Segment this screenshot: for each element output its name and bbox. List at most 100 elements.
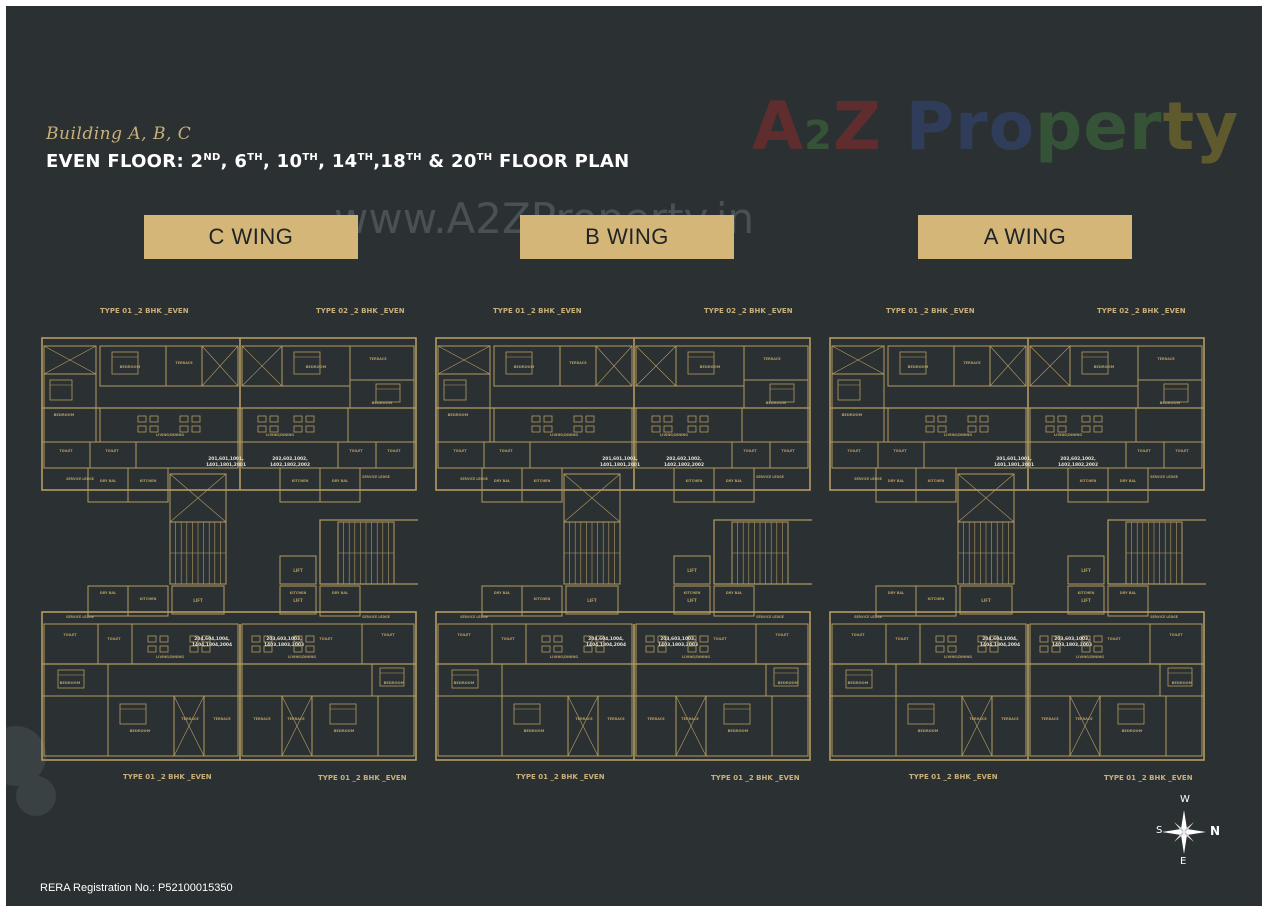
service-ledge-label: SERVICE LEDGE <box>756 615 784 619</box>
lift-label: LIFT <box>1081 568 1091 573</box>
terrace-label: TERRACE <box>213 717 231 721</box>
toilet-label: TOILET <box>895 637 909 641</box>
flat-number-label: 1404,1804,2004 <box>586 642 626 648</box>
toilet-label: TOILET <box>847 449 861 453</box>
living-dining-label: LIVING/DINING <box>550 655 578 659</box>
terrace-label: TERRACE <box>175 361 193 365</box>
flat-number-label: 203,603,1003, <box>1054 636 1090 642</box>
wing-floor-plan: LIFT LIFT LIFT BEDROOM BEDROOM BEDROOM BEDROOM… <box>40 324 418 762</box>
type-label-bottom-right: TYPE 01 _2 BHK _EVEN <box>318 774 407 782</box>
dry-balcony-label: DRY BAL <box>494 591 511 595</box>
terrace-label: TERRACE <box>963 361 981 365</box>
wing-label-b: B WING <box>520 215 734 259</box>
flat-number-label: 204,604,1004, <box>588 636 624 642</box>
lift-label: LIFT <box>293 568 303 573</box>
service-ledge-label: SERVICE LEDGE <box>460 477 488 481</box>
bedroom-label: BEDROOM <box>448 413 469 417</box>
bedroom-label: BEDROOM <box>334 729 355 733</box>
terrace-label: TERRACE <box>1041 717 1059 721</box>
wing-label-c: C WING <box>144 215 358 259</box>
bedroom-label: BEDROOM <box>842 413 863 417</box>
service-ledge-label: SERVICE LEDGE <box>756 475 784 479</box>
flat-number-label: 201,601,1001, <box>996 456 1032 462</box>
floor-plan-drawing: LIFTLIFTLIFTBEDROOMBEDROOMBEDROOMBEDROOM… <box>829 337 1206 761</box>
bedroom-label: BEDROOM <box>778 681 799 685</box>
bedroom-label: BEDROOM <box>918 729 939 733</box>
kitchen-label: KITCHEN <box>292 479 309 483</box>
type-label-top-right: TYPE 02 _2 BHK _EVEN <box>704 307 793 315</box>
living-dining-label: LIVING/DINING <box>1076 655 1104 659</box>
kitchen-label: KITCHEN <box>684 591 701 595</box>
toilet-label: TOILET <box>349 449 363 453</box>
compass-north: N <box>1210 824 1221 838</box>
toilet-label: TOILET <box>59 449 73 453</box>
lift-label: LIFT <box>1081 598 1091 603</box>
wing-label-a: A WING <box>918 215 1132 259</box>
living-dining-label: LIVING/DINING <box>1054 433 1082 437</box>
bedroom-label: BEDROOM <box>372 401 393 405</box>
flat-number-label: 1403,1803,2003 <box>1052 642 1092 648</box>
flat-number-label: 1404,1804,2004 <box>980 642 1020 648</box>
lift-label: LIFT <box>687 568 697 573</box>
flat-number-label: 1401,1801,2001 <box>994 462 1034 468</box>
flat-number-label: 202,602,1002, <box>1060 456 1096 462</box>
bedroom-label: BEDROOM <box>384 681 405 685</box>
floor-plan-title: EVEN FLOOR: 2ND, 6TH, 10TH, 14TH,18TH & … <box>46 151 630 172</box>
living-dining-label: LIVING/DINING <box>660 433 688 437</box>
lift-label: LIFT <box>687 598 697 603</box>
terrace-label: TERRACE <box>287 717 305 721</box>
bedroom-label: BEDROOM <box>1094 365 1115 369</box>
flat-number-label: 1402,1802,2002 <box>270 462 310 468</box>
dry-balcony-label: DRY BAL <box>888 591 905 595</box>
terrace-label: TERRACE <box>1001 717 1019 721</box>
kitchen-label: KITCHEN <box>290 591 307 595</box>
kitchen-label: KITCHEN <box>534 479 551 483</box>
living-dining-label: LIVING/DINING <box>944 655 972 659</box>
flat-number-label: 1403,1803,2003 <box>658 642 698 648</box>
terrace-label: TERRACE <box>369 357 387 361</box>
dry-balcony-label: DRY BAL <box>1120 479 1137 483</box>
bedroom-label: BEDROOM <box>306 365 327 369</box>
type-label-top-left: TYPE 01 _2 BHK _EVEN <box>886 307 975 315</box>
toilet-label: TOILET <box>1107 637 1121 641</box>
flat-number-label: 1402,1802,2002 <box>1058 462 1098 468</box>
terrace-label: TERRACE <box>681 717 699 721</box>
dry-balcony-label: DRY BAL <box>100 591 117 595</box>
type-label-bottom-left: TYPE 01 _2 BHK _EVEN <box>123 773 212 781</box>
toilet-label: TOILET <box>499 449 513 453</box>
toilet-label: TOILET <box>319 637 333 641</box>
living-dining-label: LIVING/DINING <box>156 433 184 437</box>
dry-balcony-label: DRY BAL <box>100 479 117 483</box>
lift-label: LIFT <box>293 598 303 603</box>
lift-label: LIFT <box>193 598 203 603</box>
toilet-label: TOILET <box>713 637 727 641</box>
service-ledge-label: SERVICE LEDGE <box>362 475 390 479</box>
type-label-bottom-left: TYPE 01 _2 BHK _EVEN <box>516 773 605 781</box>
kitchen-label: KITCHEN <box>1080 479 1097 483</box>
living-dining-label: LIVING/DINING <box>944 433 972 437</box>
kitchen-label: KITCHEN <box>1078 591 1095 595</box>
compass-star-icon <box>1162 810 1206 854</box>
flat-number-label: 203,603,1003, <box>660 636 696 642</box>
toilet-label: TOILET <box>387 449 401 453</box>
bedroom-label: BEDROOM <box>908 365 929 369</box>
type-label-bottom-right: TYPE 01 _2 BHK _EVEN <box>711 774 800 782</box>
service-ledge-label: SERVICE LEDGE <box>66 615 94 619</box>
terrace-label: TERRACE <box>607 717 625 721</box>
type-label-top-left: TYPE 01 _2 BHK _EVEN <box>493 307 582 315</box>
toilet-label: TOILET <box>1175 449 1189 453</box>
service-ledge-label: SERVICE LEDGE <box>66 477 94 481</box>
watermark-logo: A2Z Property <box>752 88 1240 165</box>
flat-number-label: 1401,1801,2001 <box>206 462 246 468</box>
flat-number-label: 202,602,1002, <box>666 456 702 462</box>
toilet-label: TOILET <box>781 449 795 453</box>
type-label-bottom-left: TYPE 01 _2 BHK _EVEN <box>909 773 998 781</box>
dry-balcony-label: DRY BAL <box>888 479 905 483</box>
dry-balcony-label: DRY BAL <box>726 479 743 483</box>
service-ledge-label: SERVICE LEDGE <box>854 477 882 481</box>
flat-number-label: 1402,1802,2002 <box>664 462 704 468</box>
kitchen-label: KITCHEN <box>140 597 157 601</box>
